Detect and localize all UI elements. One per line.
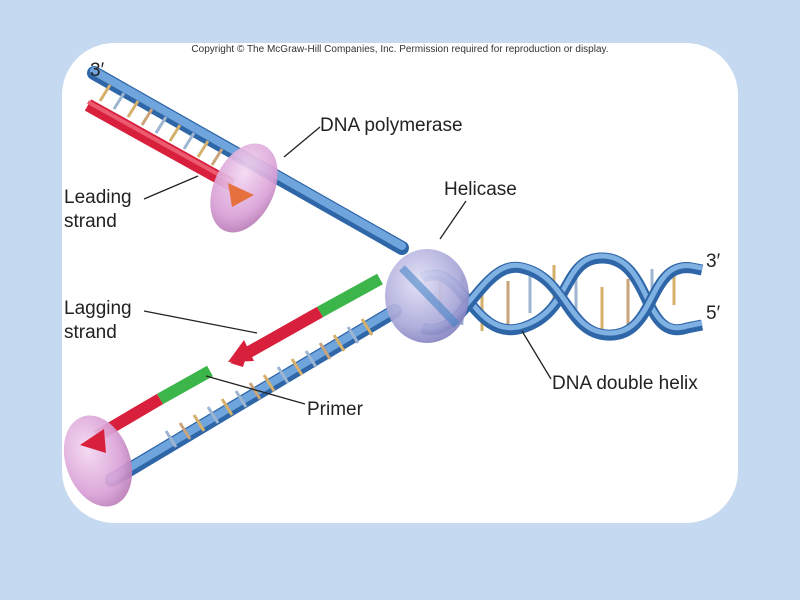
- copyright-notice: Copyright © The McGraw-Hill Companies, I…: [191, 44, 609, 55]
- okazaki-fragment-1: [228, 273, 383, 367]
- lagging-strand-base-pairs: [164, 318, 374, 448]
- label-leading-line-2: strand: [64, 211, 117, 232]
- helicase: [385, 249, 469, 343]
- leading-strand-base-pairs: [98, 84, 224, 166]
- dna-replication-diagram: 3′ 3′ 5′ DNA polymerase Helicase Leading…: [63, 60, 721, 507]
- dna-polymerase-lagging: [63, 415, 133, 507]
- label-lagging-line-2: strand: [64, 322, 117, 343]
- lagging-template-strand: [105, 304, 402, 487]
- slide-card: Copyright © The McGraw-Hill Companies, I…: [62, 43, 738, 523]
- label-dna-double-helix: DNA double helix: [552, 373, 698, 394]
- dna-polymerase-leading: [210, 143, 278, 233]
- leading-strand-new: [84, 99, 236, 191]
- label-helicase: Helicase: [444, 179, 517, 200]
- label-dna-polymerase: DNA polymerase: [320, 115, 463, 136]
- end-label-right-bottom: 5′: [706, 303, 721, 324]
- label-leader-lines: [143, 126, 552, 405]
- label-leading-line-1: Leading: [64, 187, 132, 208]
- label-lagging-line-1: Lagging: [64, 298, 132, 319]
- end-label-top-left: 3′: [90, 60, 105, 81]
- label-primer: Primer: [307, 399, 364, 420]
- end-label-right-top: 3′: [706, 251, 721, 272]
